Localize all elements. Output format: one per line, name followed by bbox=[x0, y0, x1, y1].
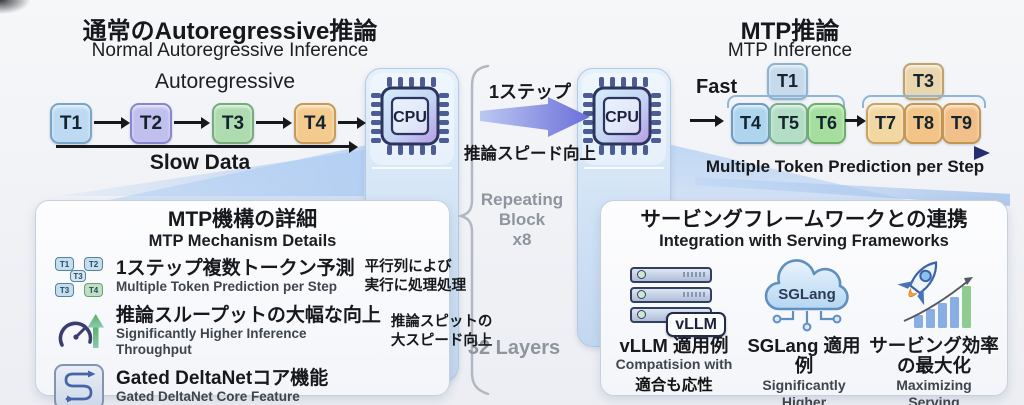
token-t5: T5 bbox=[769, 103, 808, 144]
token-t6: T6 bbox=[807, 103, 846, 144]
cpu-chip-icon: CPU bbox=[583, 77, 661, 155]
mtp-feature-row-3: Gated DeltaNetコア機能 Gated DeltaNet Core F… bbox=[48, 364, 437, 405]
mtp-details-box: MTP機構の詳細 MTP Mechanism Details T1 T2 T3 … bbox=[35, 200, 492, 405]
cloud-icon: SGLang bbox=[748, 255, 860, 333]
vllm-column: vLLM vLLM 適用例 Compatision with 適合も応性 bbox=[609, 255, 739, 405]
right-title-en: MTP Inference bbox=[727, 40, 853, 61]
slow-data-label: Slow Data bbox=[149, 151, 251, 174]
autoregressive-label: Autoregressive bbox=[154, 70, 296, 93]
mtp-box-title-en: MTP Mechanism Details bbox=[148, 232, 337, 251]
token-tag-t3: T3 bbox=[903, 63, 944, 100]
slow-data-arrow bbox=[56, 140, 358, 153]
feature-2-note: 推論スピットの 大スピード向上 bbox=[390, 313, 493, 349]
vllm-badge: vLLM bbox=[666, 311, 726, 337]
corner-artifact bbox=[0, 0, 30, 14]
token-t4b: T4 bbox=[731, 103, 770, 144]
feature-3-title: Gated DeltaNetコア機能 bbox=[116, 368, 329, 390]
vllm-label-en2: 適合も応性 bbox=[635, 376, 713, 394]
mtp-box-title-jp: MTP機構の詳細 bbox=[167, 208, 318, 231]
feature-2-title: 推論スループットの大幅な向上 bbox=[116, 305, 381, 327]
rocket-chart-icon bbox=[886, 255, 982, 333]
serving-box-title-en: Integration with Serving Frameworks bbox=[659, 231, 949, 250]
one-step-label: 1ステップ bbox=[488, 82, 571, 102]
group2-bracket bbox=[862, 95, 986, 108]
arrow-cpu-group1 bbox=[690, 114, 724, 127]
mtp-feature-row-1: T1 T2 T3 T3 T4 1ステップ複数トークン予測 Multiple To… bbox=[48, 255, 466, 299]
efficiency-label-en: Maximizing Serving Efficiency bbox=[896, 377, 972, 405]
feature-1-title: 1ステップ複数トークン予測 bbox=[116, 258, 355, 280]
token-t4: T4 bbox=[294, 103, 336, 144]
fast-label: Fast bbox=[696, 76, 738, 98]
layers-label: 32 Layers bbox=[467, 337, 561, 359]
serving-box-title-jp: サービングフレームワークとの連携 bbox=[640, 208, 968, 231]
sglang-cloud-label: SGLang bbox=[778, 286, 836, 303]
cpu-chip-icon: CPU bbox=[371, 77, 449, 155]
sglang-label-jp: SGLang 適用例 bbox=[747, 334, 861, 377]
vllm-label-en: Compatision with bbox=[615, 356, 733, 373]
server-stack-icon: vLLM bbox=[628, 255, 726, 337]
feature-1-note: 平行列によび 実行に処理処理 bbox=[364, 259, 467, 295]
left-title-en: Normal Autoregressive Inference bbox=[91, 40, 369, 61]
cpu-label: CPU bbox=[605, 109, 639, 126]
token-grid-icon: T1 T2 T3 T3 T4 bbox=[52, 255, 106, 299]
token-t1: T1 bbox=[50, 103, 92, 144]
right-title-jp: MTP推論 bbox=[740, 18, 840, 45]
serving-frameworks-box: サービングフレームワークとの連携 Integration with Servin… bbox=[600, 200, 1008, 405]
token-t9: T9 bbox=[942, 103, 981, 144]
sglang-column: SGLang SGLang 適用例 Significantly Higher I… bbox=[739, 255, 869, 405]
arrow-t4-cpu bbox=[338, 116, 366, 129]
vllm-label-jp: vLLM 適用例 bbox=[619, 334, 729, 356]
throughput-gauge-icon bbox=[52, 309, 106, 355]
arrow-group1-group2 bbox=[845, 114, 866, 127]
group1-bracket bbox=[727, 95, 845, 108]
token-tag-t1: T1 bbox=[767, 63, 808, 100]
feature-3-subtitle: Gated DeltaNet Core Feature bbox=[116, 389, 300, 405]
inference-speedup-label: 推論スピード向上 bbox=[464, 145, 596, 163]
speedup-arrow bbox=[480, 97, 590, 137]
feature-2-subtitle: Significantly Higher Inference Throughpu… bbox=[116, 326, 307, 357]
repeating-block-label: Repeating Block x8 bbox=[480, 190, 564, 250]
arrow-t2-t3 bbox=[174, 116, 210, 129]
cpu-label: CPU bbox=[393, 109, 427, 126]
left-title-jp: 通常のAutoregressive推論 bbox=[82, 18, 378, 45]
token-t2: T2 bbox=[130, 103, 172, 144]
token-t8: T8 bbox=[904, 103, 943, 144]
arrow-t3-t4 bbox=[256, 116, 292, 129]
mtp-step-arrow bbox=[699, 146, 990, 160]
token-t3: T3 bbox=[212, 103, 254, 144]
arrow-t1-t2 bbox=[94, 116, 130, 129]
efficiency-label-jp: サービング効率 の最大化 bbox=[869, 334, 999, 377]
deltanet-path-icon bbox=[52, 364, 106, 405]
serving-columns: vLLM vLLM 適用例 Compatision with 適合も応性 SGL… bbox=[609, 255, 999, 405]
sglang-label-en: Significantly Higher Inference Throughpu… bbox=[762, 377, 846, 405]
feature-1-subtitle: Multiple Token Prediction per Step bbox=[116, 279, 338, 295]
repeating-block-brace bbox=[458, 64, 490, 396]
efficiency-column: サービング効率 の最大化 Maximizing Serving Efficien… bbox=[869, 255, 999, 405]
mtp-feature-row-2: 推論スループットの大幅な向上 Significantly Higher Infe… bbox=[48, 305, 492, 357]
token-t7: T7 bbox=[866, 103, 905, 144]
mtp-step-label: Multiple Token Prediction per Step bbox=[705, 157, 985, 176]
